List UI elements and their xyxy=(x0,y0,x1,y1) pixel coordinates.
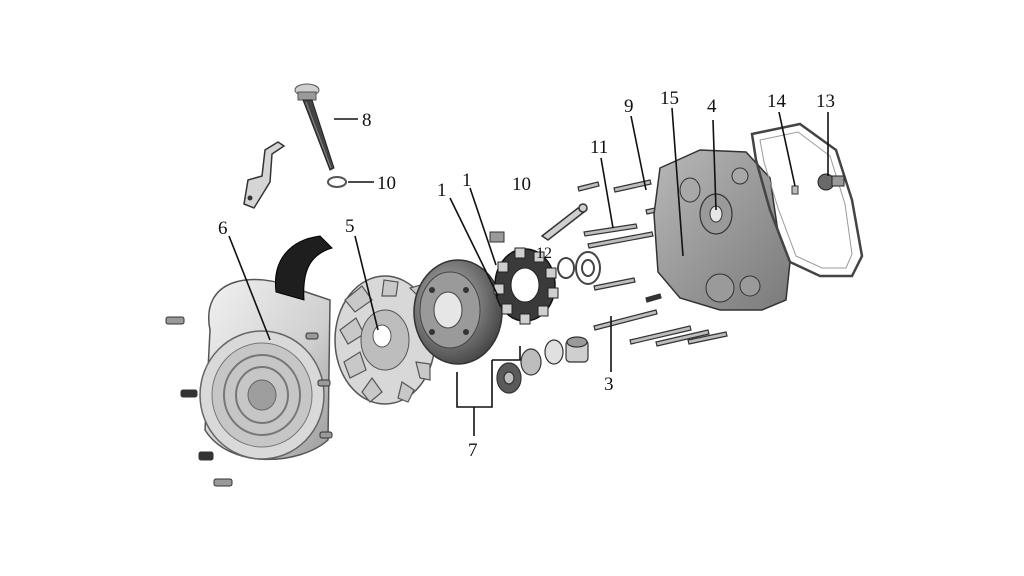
callout-15: 15 xyxy=(660,88,679,109)
callout-13: 13 xyxy=(816,91,835,112)
gasket-part xyxy=(750,122,864,278)
callout-labels: 8 10 6 5 1 1 10 12 7 3 11 9 15 4 14 13 xyxy=(218,88,835,461)
callout-8: 8 xyxy=(362,110,372,131)
fan-cover-part xyxy=(199,235,333,461)
crankcase-cover-part xyxy=(653,149,791,311)
stator-part xyxy=(489,231,559,325)
callout-3: 3 xyxy=(604,374,614,395)
starter-gear-parts xyxy=(496,336,589,394)
callout-14: 14 xyxy=(767,91,787,112)
seal-parts xyxy=(557,251,601,285)
flywheel-rotor-part xyxy=(413,259,503,365)
callout-12: 12 xyxy=(536,245,552,262)
callout-4: 4 xyxy=(707,96,717,117)
oring-part xyxy=(327,176,347,188)
callout-11: 11 xyxy=(590,137,608,158)
long-bolts xyxy=(577,179,728,347)
callout-7: 7 xyxy=(468,440,478,461)
callout-6: 6 xyxy=(218,218,228,239)
callout-10: 10 xyxy=(512,174,531,195)
cover-screws xyxy=(165,316,333,487)
dipstick-part xyxy=(294,83,335,171)
cooling-fan-part xyxy=(334,275,437,405)
callout-1: 1 xyxy=(437,180,447,201)
callout-5: 5 xyxy=(345,216,355,237)
bracket-part xyxy=(243,141,286,209)
callout-10: 10 xyxy=(377,173,396,194)
callout-1: 1 xyxy=(462,170,472,191)
leader-lines xyxy=(228,107,829,436)
pickup-cable-part xyxy=(540,203,588,241)
callout-9: 9 xyxy=(624,96,634,117)
